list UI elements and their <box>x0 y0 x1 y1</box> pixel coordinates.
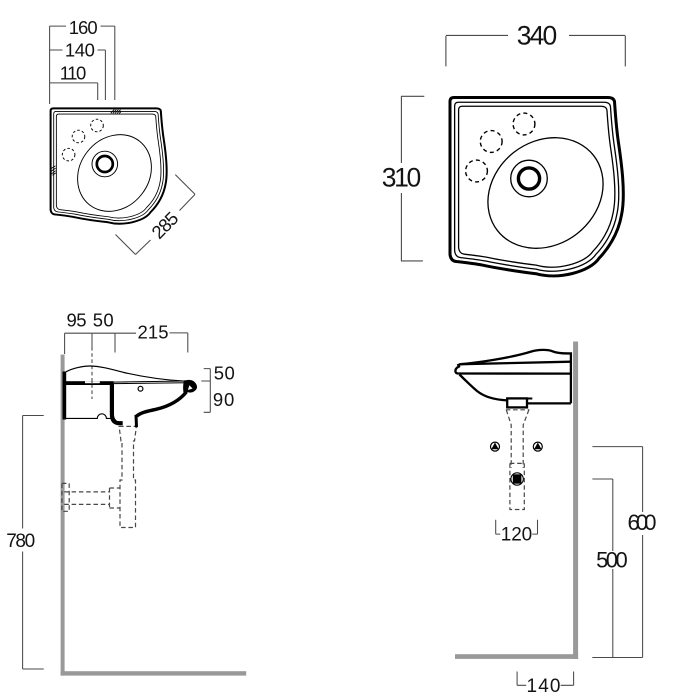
svg-text:90: 90 <box>213 389 235 410</box>
svg-text:310: 310 <box>382 163 422 193</box>
svg-text:500: 500 <box>596 547 628 572</box>
svg-text:140: 140 <box>527 676 561 697</box>
svg-text:160: 160 <box>69 17 98 38</box>
svg-text:110: 110 <box>60 63 87 84</box>
svg-text:600: 600 <box>628 510 657 535</box>
svg-text:120: 120 <box>501 525 533 546</box>
svg-text:140: 140 <box>65 39 95 60</box>
svg-text:340: 340 <box>517 21 558 51</box>
svg-text:780: 780 <box>6 531 35 552</box>
svg-text:50: 50 <box>214 363 235 384</box>
svg-text:50: 50 <box>93 310 114 331</box>
svg-text:95: 95 <box>67 310 87 331</box>
svg-text:215: 215 <box>138 322 169 343</box>
